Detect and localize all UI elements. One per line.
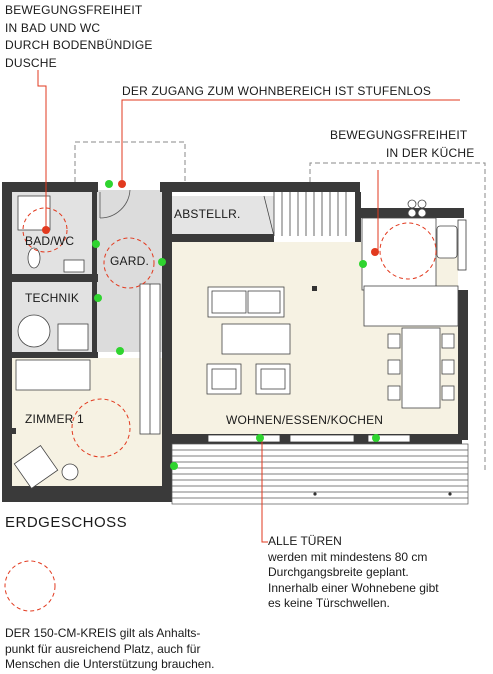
annotation-bath-freedom: BEWEGUNGSFREIHEIT IN BAD UND WC DURCH BO… [5, 2, 153, 72]
circle-kitchen [379, 222, 437, 280]
room-label-zimmer1: ZIMMER 1 [25, 412, 84, 426]
dining-set [387, 327, 455, 409]
living-furniture [206, 286, 291, 395]
circle-bad [22, 207, 68, 253]
doors-note-line: es keine Türschwellen. [268, 596, 390, 610]
legend-note-line: punkt für ausreichend Platz, auch für [5, 641, 201, 656]
legend-note-line: Menschen die Unterstützung brauchen. [5, 657, 215, 671]
circle-legend [4, 560, 56, 612]
annotation-line: IN BAD UND WC [5, 20, 101, 35]
room-label-wohnen: WOHNEN/ESSEN/KOCHEN [226, 413, 384, 427]
annotation-access: DER ZUGANG ZUM WOHNBEREICH IST STUFENLOS [122, 84, 432, 98]
bedroom-furniture [13, 283, 161, 490]
circle-gard [103, 237, 155, 289]
annotation-line: IN DER KÜCHE [386, 146, 475, 160]
legend-note-line: DER 150-CM-KREIS gilt als Anhalts- [5, 626, 201, 640]
room-label-gard: GARD. [110, 254, 150, 268]
annotation-line: DUSCHE [5, 55, 57, 70]
annotation-line: DURCH BODENBÜNDIGE [5, 38, 153, 52]
circle-zimmer [71, 398, 131, 458]
windows [207, 219, 467, 443]
room-label-abstellr: ABSTELLR. [174, 207, 241, 221]
annotation-kitchen-freedom: BEWEGUNGSFREIHEIT IN DER KÜCHE [330, 126, 474, 162]
terrace [171, 443, 469, 505]
room-label-bad-wc: BAD/WC [25, 234, 75, 248]
terrace-posts [312, 286, 452, 496]
doors-note-heading: ALLE TÜREN [268, 534, 342, 548]
room-label-technik: TECHNIK [25, 291, 80, 305]
callout-lines [37, 70, 460, 543]
floor-abstell [162, 196, 274, 236]
doors-note-line: Durchgangsbreite geplant. [268, 565, 409, 579]
fixtures [17, 195, 89, 351]
plan-title: ERDGESCHOSS [5, 514, 128, 531]
callout-dots [42, 180, 379, 256]
doors-note-line: werden mit mindestens 80 cm [268, 549, 428, 564]
entrance-door [99, 189, 131, 219]
doors-note-line: Innerhalb einer Wohnebene gibt [268, 580, 439, 595]
annotation-line: BEWEGUNGSFREIHEIT [5, 3, 143, 17]
stairs [263, 192, 347, 237]
door-markers [92, 180, 380, 470]
turning-circles [4, 207, 437, 612]
upper-floor-outline [74, 141, 486, 470]
annotation-line: BEWEGUNGSFREIHEIT [330, 128, 468, 142]
legend-note: DER 150-CM-KREIS gilt als Anhalts- punkt… [5, 626, 214, 673]
doors-note: ALLE TÜREN werden mit mindestens 80 cm D… [268, 534, 439, 612]
